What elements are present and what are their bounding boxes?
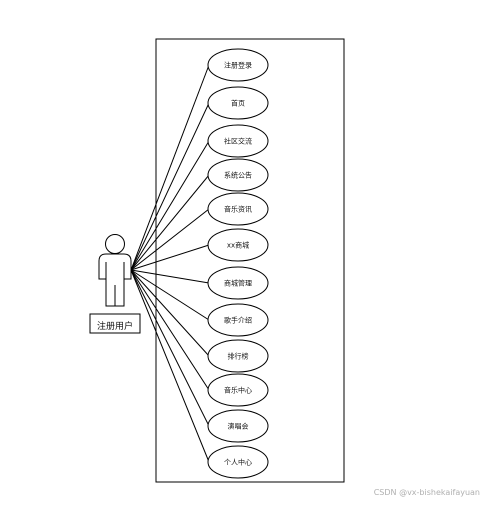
use-case-label: 社区交流 [224, 137, 252, 146]
use-case: 演唱会 [207, 409, 269, 443]
use-case-ellipse [207, 303, 269, 337]
association-line [130, 102, 210, 271]
use-case-label: 注册登录 [224, 61, 252, 70]
actor-label-box [89, 313, 141, 334]
use-case-label: 首页 [231, 99, 245, 108]
use-case-label: 排行榜 [228, 352, 249, 361]
use-case-label: 系统公告 [224, 171, 252, 180]
use-case-ellipse [207, 339, 269, 373]
association-line [130, 140, 210, 271]
use-case: 首页 [207, 86, 269, 120]
actor-body [98, 253, 132, 307]
use-case-label: 音乐中心 [224, 386, 252, 395]
use-case: 社区交流 [207, 124, 269, 158]
use-case-ellipse [207, 228, 269, 262]
use-case-ellipse [207, 192, 269, 226]
use-case: 个人中心 [207, 445, 269, 479]
use-case-label: 商城管理 [224, 279, 252, 288]
use-case-ellipse [207, 48, 269, 82]
use-case-label: 演唱会 [228, 422, 249, 431]
actor-head [105, 234, 125, 254]
use-case: xx商城 [207, 228, 269, 262]
association-line [130, 174, 210, 271]
use-case: 排行榜 [207, 339, 269, 373]
actor-registered-user [98, 234, 132, 307]
use-case: 系统公告 [207, 158, 269, 192]
association-line [130, 269, 210, 391]
use-case-ellipse [207, 124, 269, 158]
use-case-ellipse [207, 266, 269, 300]
association-line [130, 269, 210, 284]
use-case-label: 音乐资讯 [224, 205, 252, 214]
system-boundary [155, 38, 345, 483]
association-line [130, 64, 210, 271]
association-line [130, 269, 210, 463]
association-lines [130, 64, 210, 463]
use-case: 商城管理 [207, 266, 269, 300]
use-case-ellipse [207, 409, 269, 443]
use-case-ellipse [207, 445, 269, 479]
use-case-label: 歌手介绍 [224, 316, 252, 325]
association-line [130, 244, 210, 271]
use-case-ellipse [207, 373, 269, 407]
use-case-ellipse [207, 158, 269, 192]
use-case: 音乐中心 [207, 373, 269, 407]
use-case-label: 个人中心 [224, 458, 252, 467]
association-line [130, 269, 210, 357]
association-line [130, 208, 210, 271]
use-case: 音乐资讯 [207, 192, 269, 226]
use-case-ellipse [207, 86, 269, 120]
use-case: 注册登录 [207, 48, 269, 82]
association-line [130, 269, 210, 321]
watermark-text: CSDN @vx-bishekaifayuan [373, 488, 480, 497]
use-case: 歌手介绍 [207, 303, 269, 337]
association-line [130, 269, 210, 427]
actor-label-text: 注册用户 [97, 320, 133, 332]
use-case-label: xx商城 [227, 241, 249, 250]
actor-label: 注册用户 [89, 313, 141, 334]
